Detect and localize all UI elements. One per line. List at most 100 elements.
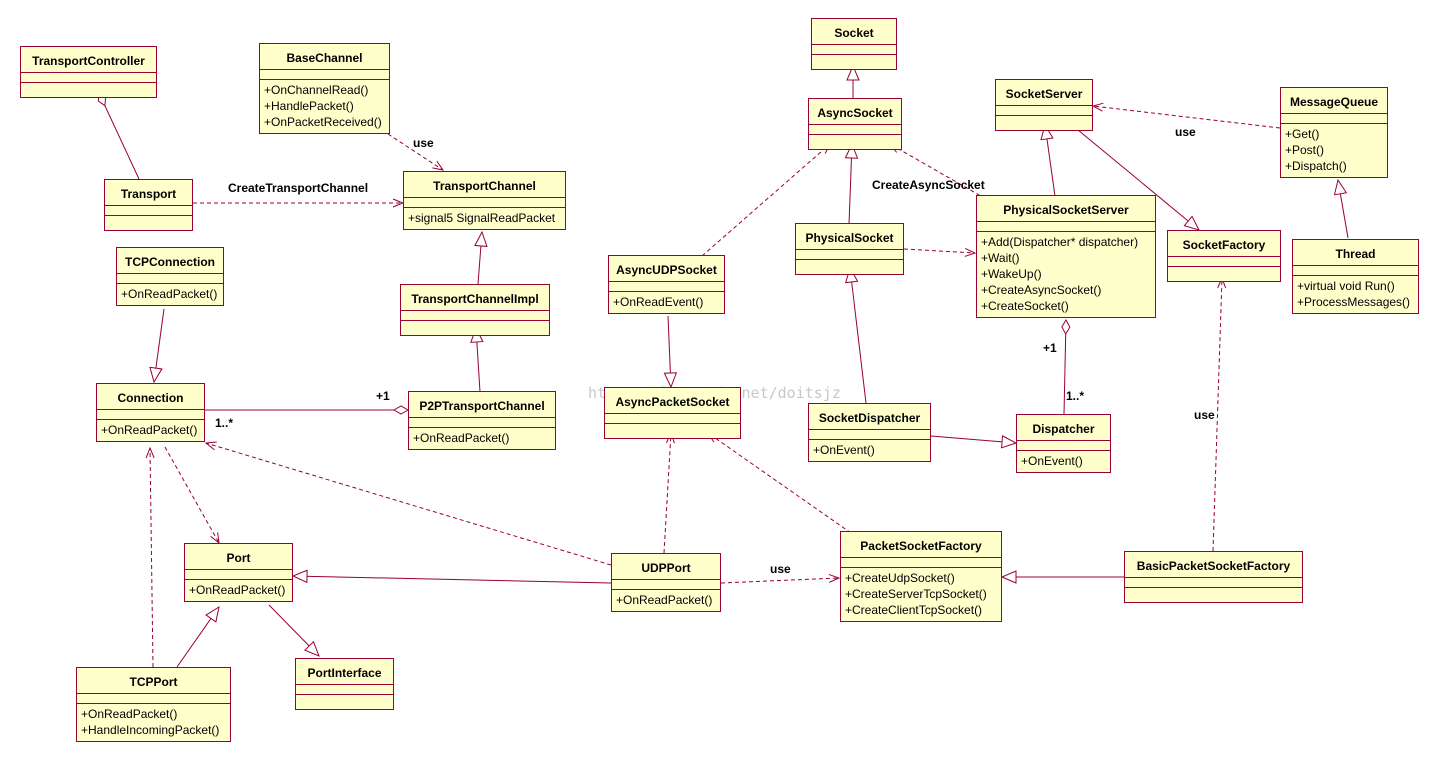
- label-create-transport-channel: CreateTransportChannel: [228, 181, 369, 195]
- gen-socketserver-socketfactory: [1071, 124, 1199, 230]
- class-thread[interactable]: Thread +virtual void Run() +ProcessMessage…: [1292, 239, 1419, 314]
- class-basicpacketsocketfactory[interactable]: BasicPacketSocketFactory: [1124, 551, 1303, 603]
- attributes-compartment: [97, 410, 204, 420]
- label-create-async-socket: CreateAsyncSocket: [872, 178, 985, 192]
- operation: +CreateSocket(): [981, 299, 1069, 313]
- class-asyncudpsocket[interactable]: AsyncUDPSocket +OnReadEvent(): [608, 255, 725, 314]
- operation: +CreateAsyncSocket(): [981, 283, 1102, 297]
- operations-compartment: [401, 321, 549, 335]
- class-packetsocketfactory[interactable]: PacketSocketFactory +CreateUdpSocket()+Cr…: [840, 531, 1002, 622]
- dep-pss-asyncsocket: [890, 144, 987, 200]
- attributes-compartment: [296, 685, 393, 695]
- attributes-compartment: [404, 198, 565, 208]
- operation: +HandlePacket(): [264, 99, 354, 113]
- dep-udpport-packetsocketfactory: [720, 578, 839, 584]
- class-portinterface[interactable]: PortInterface: [295, 658, 394, 710]
- agg-pss-dispatcher: [1061, 318, 1071, 415]
- operations-compartment: +OnReadPacket(): [97, 420, 204, 441]
- attributes-compartment: [401, 311, 549, 321]
- class-name: Dispatcher: [1017, 415, 1110, 441]
- operations-compartment: +OnChannelRead()+HandlePacket()+OnPacket…: [260, 80, 389, 133]
- operations-compartment: +OnReadPacket(): [117, 284, 223, 305]
- operations-compartment: [796, 260, 903, 274]
- class-port[interactable]: Port +OnReadPacket(): [184, 543, 293, 602]
- class-tcpconnection[interactable]: TCPConnection+OnReadPacket(): [116, 247, 224, 306]
- attributes-compartment: [117, 274, 223, 284]
- class-transportcontroller[interactable]: TransportController: [20, 46, 157, 98]
- class-socketdispatcher[interactable]: SocketDispatcher+OnEvent(): [808, 403, 931, 462]
- label-multiplicity-p2p: +1: [376, 389, 390, 403]
- gen-tcpport-port: [176, 607, 219, 668]
- dep-connection-port: [164, 446, 219, 543]
- class-name: BasicPacketSocketFactory: [1125, 552, 1302, 578]
- class-transportchannelimpl[interactable]: TransportChannelImpl: [400, 284, 550, 336]
- attributes-compartment: [1281, 114, 1387, 124]
- class-udpport[interactable]: UDPPort +OnReadPacket(): [611, 553, 721, 612]
- class-transportchannel[interactable]: TransportChannel+signal5 SignalReadPacke…: [403, 171, 566, 230]
- class-name: UDPPort: [612, 554, 720, 580]
- operations-compartment: +OnReadPacket(): [185, 580, 292, 601]
- operation: +OnReadPacket(): [101, 423, 198, 437]
- operation: +CreateServerTcpSocket(): [845, 587, 987, 601]
- label-use-basechannel: use: [413, 136, 434, 150]
- class-socketserver[interactable]: SocketServer: [995, 79, 1093, 131]
- operations-compartment: [996, 116, 1092, 130]
- agg-transportcontroller-transport: [97, 92, 140, 180]
- gen-socketdispatcher-dispatcher: [930, 436, 1016, 443]
- class-name: TransportController: [21, 47, 156, 73]
- class-connection[interactable]: Connection +OnReadPacket(): [96, 383, 205, 442]
- class-name: TCPPort: [77, 668, 230, 694]
- operations-compartment: +OnReadPacket(): [612, 590, 720, 611]
- operation: +OnReadPacket(): [121, 287, 218, 301]
- class-asyncpacketsocket[interactable]: AsyncPacketSocket: [604, 387, 741, 439]
- label-use-socketfactory: use: [1194, 408, 1215, 422]
- class-messagequeue[interactable]: MessageQueue+Get()+Post()+Dispatch(): [1280, 87, 1388, 178]
- operation: +Dispatch(): [1285, 159, 1347, 173]
- operations-compartment: +Add(Dispatcher* dispatcher)+Wait()+Wake…: [977, 232, 1155, 317]
- attributes-compartment: [796, 250, 903, 260]
- attributes-compartment: [996, 106, 1092, 116]
- label-multiplicity-pss: +1: [1043, 341, 1057, 355]
- class-dispatcher[interactable]: Dispatcher +OnEvent(): [1016, 414, 1111, 473]
- class-name: SocketServer: [996, 80, 1092, 106]
- class-p2ptransportchannel[interactable]: P2PTransportChannel+OnReadPacket(): [408, 391, 556, 450]
- class-tcpport[interactable]: TCPPort+OnReadPacket()+HandleIncomingPac…: [76, 667, 231, 742]
- class-socket[interactable]: Socket: [811, 18, 897, 70]
- operation: +Add(Dispatcher* dispatcher): [981, 235, 1139, 249]
- gen-impl-transportchannel: [478, 232, 482, 285]
- gen-p2p-impl: [476, 328, 480, 393]
- class-physicalsocketserver[interactable]: PhysicalSocketServer+Add(Dispatcher* dis…: [976, 195, 1156, 318]
- dep-physicalsocket-pss: [903, 249, 975, 253]
- operation: +OnChannelRead(): [264, 83, 369, 97]
- class-physicalsocket[interactable]: PhysicalSocket: [795, 223, 904, 275]
- class-basechannel[interactable]: BaseChannel +OnChannelRead() +HandlePacket…: [259, 43, 390, 134]
- operations-compartment: +OnEvent(): [1017, 451, 1110, 472]
- class-name: PacketSocketFactory: [841, 532, 1001, 558]
- label-multiplicity-connection: 1..*: [215, 416, 234, 430]
- class-name: TransportChannel: [404, 172, 565, 198]
- class-socketfactory[interactable]: SocketFactory: [1167, 230, 1281, 282]
- operations-compartment: [1168, 267, 1280, 281]
- operation: +OnReadEvent(): [613, 295, 704, 309]
- attributes-compartment: [841, 558, 1001, 568]
- operation: +HandleIncomingPacket(): [81, 723, 220, 737]
- dep-messagequeue-socketserver: [1093, 106, 1281, 129]
- class-name: BaseChannel: [260, 44, 389, 70]
- class-name: Transport: [105, 180, 192, 206]
- class-name: Port: [185, 544, 292, 570]
- class-name: Connection: [97, 384, 204, 410]
- operations-compartment: +OnEvent(): [809, 440, 930, 461]
- operations-compartment: +CreateUdpSocket()+CreateServerTcpSocket…: [841, 568, 1001, 621]
- operation: +virtual void Run(): [1297, 279, 1395, 293]
- gen-asyncudpsocket-asyncpacketsocket: [668, 315, 671, 387]
- class-transport[interactable]: Transport: [104, 179, 193, 231]
- attributes-compartment: [809, 430, 930, 440]
- operation: +ProcessMessages(): [1297, 295, 1411, 309]
- class-name: Thread: [1293, 240, 1418, 266]
- attributes-compartment: [612, 580, 720, 590]
- dep-udpport-asyncpacketsocket: [663, 433, 671, 554]
- class-name: AsyncUDPSocket: [609, 256, 724, 282]
- attributes-compartment: [1017, 441, 1110, 451]
- class-asyncsocket[interactable]: AsyncSocket: [808, 98, 902, 150]
